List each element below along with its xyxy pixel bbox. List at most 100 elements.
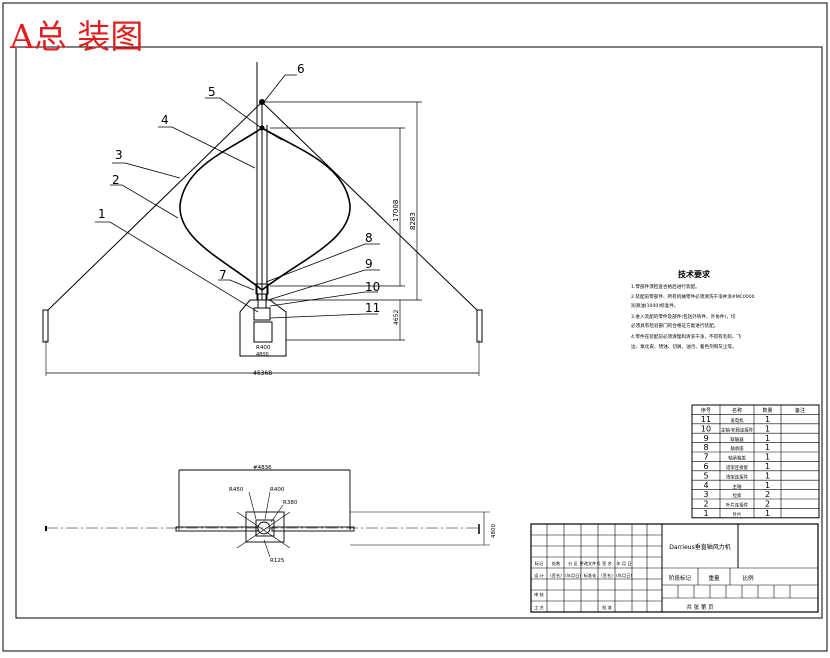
balloon-3: 3 xyxy=(115,148,123,162)
bom-cell: 塔架连接件 xyxy=(726,473,749,480)
front-view xyxy=(42,62,483,376)
bom-cell: 轴承端盖 xyxy=(728,455,746,462)
bom-cell: 拉索 xyxy=(733,492,742,499)
tech-req-line: 3.进入装配的零件及部件(包括外购件、外协件)，均 xyxy=(631,313,736,320)
bom-cell: 1 xyxy=(765,471,770,480)
bom-cell: 发电机 xyxy=(730,417,744,424)
balloon-2: 2 xyxy=(112,173,120,187)
sheets-count: 共 张 第 页 xyxy=(686,603,714,611)
dim-r125: R125 xyxy=(270,558,285,564)
dim-base-radius: R400 xyxy=(256,345,271,351)
bom-cell: 11 xyxy=(701,415,711,424)
bom-cell: 2 xyxy=(765,500,770,509)
bom-cell: 塔架连接套 xyxy=(726,464,749,471)
tech-req-line: 必须具有检验部门的合格证方能进行装配。 xyxy=(631,322,718,329)
title-block-cell: 设 计 xyxy=(534,572,544,579)
bom-cell: 1 xyxy=(765,424,770,433)
bom-header-cell: 备注 xyxy=(795,407,805,414)
bom-header-cell: 数量 xyxy=(762,407,772,414)
drawing-name: Darrieus垂直轴风力机 xyxy=(669,543,730,551)
bom-cell: 轴承座 xyxy=(730,445,744,452)
bom-cell: 主轴-轮毂连接件 xyxy=(721,426,754,433)
balloon-10: 10 xyxy=(365,280,380,294)
tech-req-line: 润滑油(1040)标准件。 xyxy=(631,302,678,309)
rotor-blade-right xyxy=(261,127,351,291)
bom-cell: 1 xyxy=(765,462,770,471)
bom-cell: 1 xyxy=(765,415,770,424)
rotor-blade-left xyxy=(179,127,263,291)
balloon-6: 6 xyxy=(297,62,305,76)
title-block-cell: 标准化 xyxy=(584,572,597,579)
title-block-cell: (年月日) xyxy=(565,572,581,579)
bom-cell: 9 xyxy=(703,434,708,443)
title-block-cell: 批 准 xyxy=(602,604,612,611)
bom-header-cell: 名称 xyxy=(732,407,742,414)
bom-cell: 1 xyxy=(765,443,770,452)
bom-cell: 2 xyxy=(765,490,770,499)
leader-lines xyxy=(95,74,380,319)
title-block-cell: 签 名 xyxy=(602,560,612,567)
scale-label: 比例 xyxy=(742,574,754,582)
bom-cell: 叶片 xyxy=(733,511,742,518)
balloon-5: 5 xyxy=(208,85,216,99)
bom-cell: 6 xyxy=(703,462,708,471)
dim-base-width: 4800 xyxy=(256,352,269,358)
dim-r380: R380 xyxy=(283,500,298,506)
title-block-cell: (年月日) xyxy=(616,572,632,579)
tech-req-line: 4.零件在装配前必须清理和清洗干净，不得有毛刺、飞 xyxy=(631,333,741,340)
tech-req-line: 1.零部件须检查合格后进行装配。 xyxy=(631,283,700,290)
title-block-cell: 处数 xyxy=(552,560,561,567)
bom-cell: 8 xyxy=(703,443,708,452)
title-block-cell: 年 月 日 xyxy=(616,560,631,567)
weight-label: 重量 xyxy=(708,574,720,582)
bom-cell: 联轴器 xyxy=(730,436,744,443)
tech-req-line: 2.装配前零部件、所有机械零件必须清洗干净并涂#MC0000 xyxy=(631,293,755,300)
title-block: Darrieus垂直轴风力机标记 处数分 区更改文件号签 名年 月 日设 计 (签名… xyxy=(530,523,819,613)
balloon-7: 7 xyxy=(219,268,227,282)
tech-req-lines: 1.零部件须检查合格后进行装配。 2.装配前零部件、所有机械零件必须清洗干净并涂#… xyxy=(631,283,755,350)
dim-plan-height: 4800 xyxy=(491,524,497,538)
title-block-cell: (签名) xyxy=(550,572,562,579)
tech-req-line: 边、氧化皮、锈蚀、切屑、油污、着色剂和灰尘等。 xyxy=(631,343,737,350)
title-block-cell: (签名) xyxy=(601,572,613,579)
title-block-cell: 工 艺 xyxy=(534,605,544,610)
title-block-cell: 标记 xyxy=(535,560,544,567)
bom-cell: 1 xyxy=(765,434,770,443)
balloon-1: 1 xyxy=(98,207,106,221)
dim-r400: R400 xyxy=(270,487,285,493)
plan-view xyxy=(45,469,490,558)
bom-cell: 2 xyxy=(703,500,708,509)
bom-cell: 1 xyxy=(765,481,770,490)
bom-cell: 10 xyxy=(701,424,711,433)
drawing-title: A总 装图 xyxy=(9,17,143,56)
bom-cell: 3 xyxy=(703,490,708,499)
tech-req-heading: 技术要求 xyxy=(678,269,711,279)
bom-cell: 7 xyxy=(703,453,708,462)
dim-height-2: 8283 xyxy=(409,212,417,230)
dim-height-3: 4652 xyxy=(393,310,400,325)
front-dimensions xyxy=(262,101,422,341)
bom-cell: 1 xyxy=(765,453,770,462)
balloon-9: 9 xyxy=(365,257,373,271)
bom-cell: 5 xyxy=(703,471,708,480)
title-block-cell: 分 区 xyxy=(568,560,578,567)
bom-cell: 叶片连接件 xyxy=(726,502,749,509)
guy-cable-right xyxy=(261,101,480,313)
balloon-4: 4 xyxy=(161,113,169,127)
guy-cable-left xyxy=(45,101,263,313)
bom-cell: 1 xyxy=(765,509,770,518)
dim-span: 46368 xyxy=(253,370,272,377)
bom-header-cell: 序号 xyxy=(701,407,711,414)
dim-plan-span: #4836 xyxy=(253,465,272,471)
bom-cell: 4 xyxy=(703,481,708,490)
title-block-cell: 更改文件号 xyxy=(580,560,601,567)
bom-cell: 1 xyxy=(703,509,708,518)
balloon-11: 11 xyxy=(365,301,380,315)
stage-label: 阶段标记 xyxy=(669,574,692,582)
inner-frame xyxy=(15,46,823,619)
dim-height-1: 17008 xyxy=(392,200,400,222)
balloon-8: 8 xyxy=(365,231,373,245)
dim-r450: R450 xyxy=(229,487,244,493)
